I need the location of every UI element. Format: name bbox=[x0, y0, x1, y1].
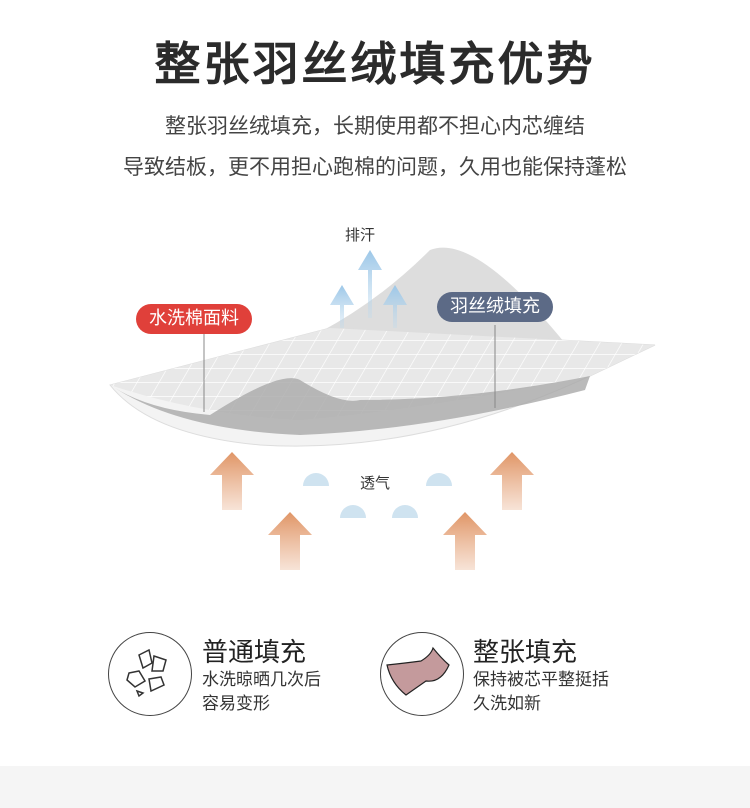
sweat-label: 排汗 bbox=[345, 226, 376, 244]
filling-tag: 羽丝绒填充 bbox=[437, 292, 553, 322]
fragments-icon bbox=[108, 632, 192, 716]
warm-arrows bbox=[210, 452, 534, 570]
quilt-diagram bbox=[109, 247, 656, 570]
feature-2-desc-2: 久洗如新 bbox=[473, 694, 541, 714]
subtitle-line-2: 导致结板，更不用担心跑棉的问题，久用也能保持蓬松 bbox=[123, 155, 627, 179]
feature-1-desc-1: 水洗晾晒几次后 bbox=[202, 670, 321, 690]
feature-2-title: 整张填充 bbox=[473, 638, 578, 668]
whole-sheet-icon bbox=[380, 632, 464, 716]
breath-label: 透气 bbox=[360, 474, 391, 492]
quilt-illustration bbox=[109, 247, 656, 447]
feature-2-desc-1: 保持被芯平整挺括 bbox=[473, 670, 609, 690]
feature-1-desc-2: 容易变形 bbox=[202, 694, 270, 714]
sweat-arrows bbox=[330, 250, 407, 328]
footer-band bbox=[0, 766, 750, 808]
subtitle-line-1: 整张羽丝绒填充，长期使用都不担心内芯缠结 bbox=[165, 114, 585, 138]
fabric-tag: 水洗棉面料 bbox=[136, 304, 252, 334]
page-title: 整张羽丝绒填充优势 bbox=[154, 37, 596, 91]
breath-bubbles bbox=[303, 473, 452, 518]
feature-1-title: 普通填充 bbox=[202, 638, 307, 668]
